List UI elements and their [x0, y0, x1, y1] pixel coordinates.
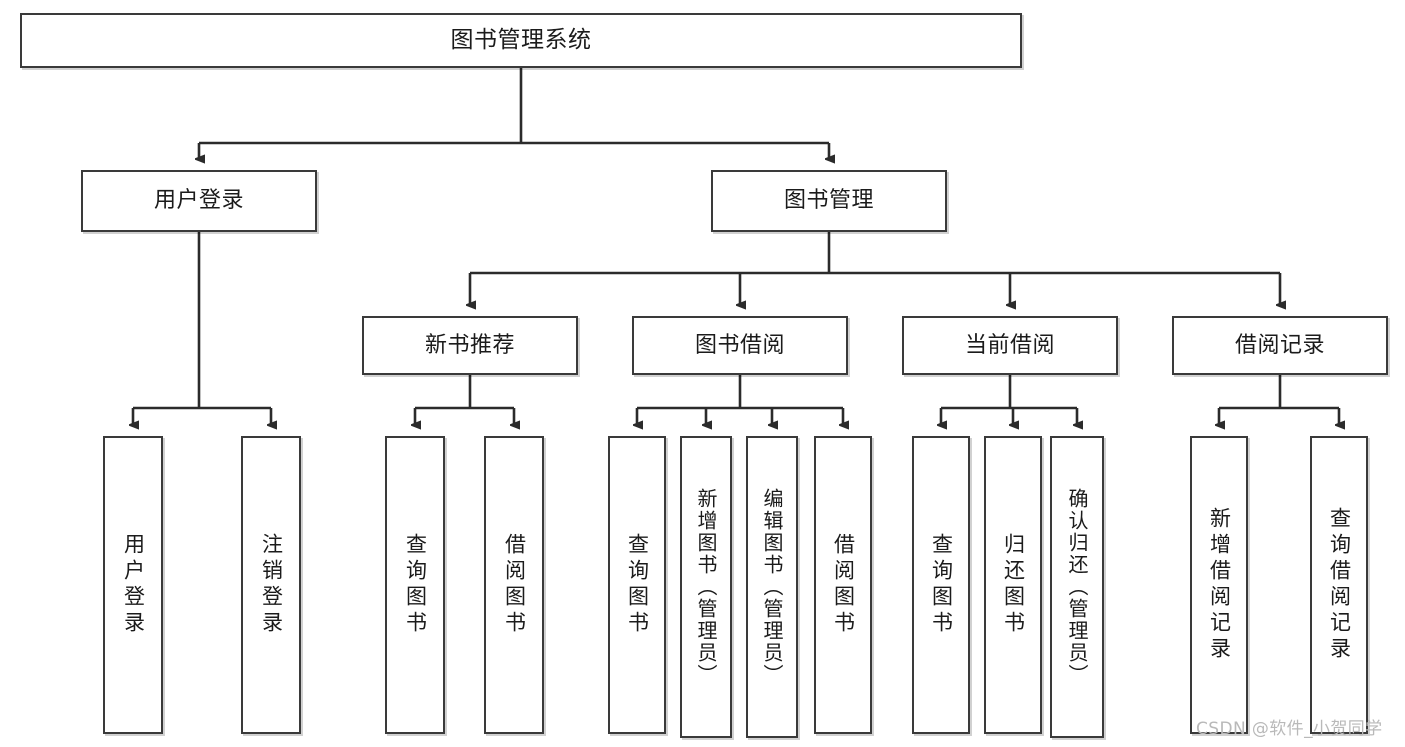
node-label: 查询图书: [625, 533, 650, 637]
node-label: 编辑图书（管理员）: [760, 488, 784, 686]
node-label: 图书管理: [783, 188, 874, 214]
node-label: 用户登录: [153, 188, 244, 214]
node-label: 注销登录: [259, 533, 284, 637]
node-leaf-borrow-book-1: 借阅图书: [484, 436, 544, 734]
node-label: 借阅图书: [502, 533, 527, 637]
node-leaf-return-book: 归还图书: [984, 436, 1042, 734]
node-leaf-borrow-book-2: 借阅图书: [814, 436, 872, 734]
node-leaf-query-book-2: 查询图书: [608, 436, 666, 734]
node-leaf-query-book-1: 查询图书: [385, 436, 445, 734]
node-label: 查询图书: [403, 533, 428, 637]
node-leaf-user-login: 用户登录: [103, 436, 163, 734]
watermark: CSDN @软件_小贺同学: [1196, 719, 1383, 739]
node-leaf-confirm-return: 确认归还（管理员）: [1050, 436, 1104, 738]
node-label: 查询借阅记录: [1327, 507, 1352, 663]
node-leaf-edit-book: 编辑图书（管理员）: [746, 436, 798, 738]
node-label: 借阅记录: [1234, 332, 1325, 358]
node-label: 图书借阅: [694, 332, 785, 358]
node-leaf-add-book: 新增图书（管理员）: [680, 436, 732, 738]
node-label: 用户登录: [121, 533, 146, 637]
node-borrow-record: 借阅记录: [1172, 316, 1388, 375]
node-label: 查询图书: [929, 533, 954, 637]
node-book-borrow: 图书借阅: [632, 316, 848, 375]
node-label: 新增借阅记录: [1207, 507, 1232, 663]
node-leaf-query-record: 查询借阅记录: [1310, 436, 1368, 734]
node-new-book-rec: 新书推荐: [362, 316, 578, 375]
node-book-manage: 图书管理: [711, 170, 947, 232]
node-leaf-logout: 注销登录: [241, 436, 301, 734]
node-label: 归还图书: [1001, 533, 1026, 637]
node-label: 新书推荐: [424, 332, 515, 358]
node-label: 借阅图书: [831, 533, 856, 637]
node-leaf-query-book-3: 查询图书: [912, 436, 970, 734]
node-label: 图书管理系统: [450, 26, 592, 53]
node-label: 当前借阅: [964, 332, 1055, 358]
node-label: 新增图书（管理员）: [694, 488, 718, 686]
node-user-login: 用户登录: [81, 170, 317, 232]
node-label: 确认归还（管理员）: [1065, 488, 1089, 686]
node-root: 图书管理系统: [20, 13, 1022, 68]
node-leaf-add-record: 新增借阅记录: [1190, 436, 1248, 734]
node-current-borrow: 当前借阅: [902, 316, 1118, 375]
